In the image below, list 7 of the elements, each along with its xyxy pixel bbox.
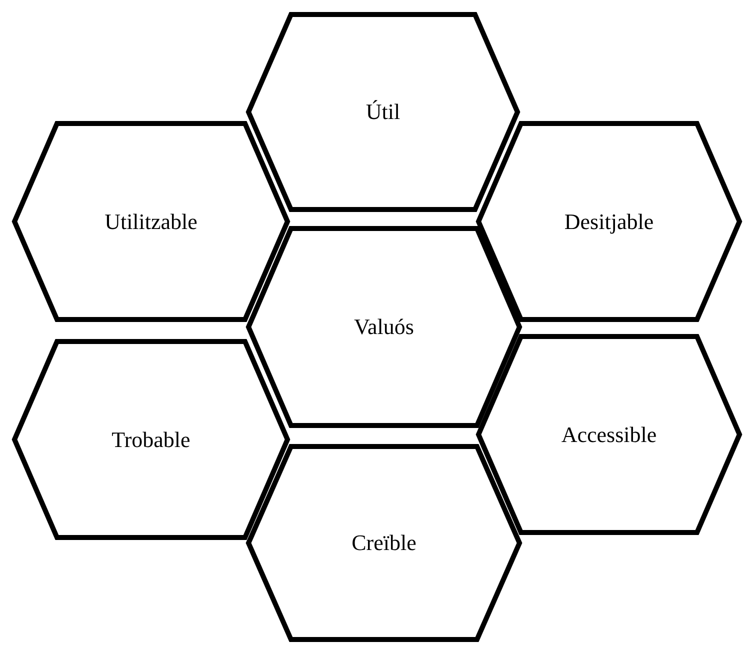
hexagon-label: Útil [366, 99, 400, 125]
hexagon-label: Desitjable [564, 208, 654, 234]
hexagon-label: Utilitzable [104, 208, 198, 234]
hexagon-label: Trobable [112, 426, 190, 452]
hexagon-label: Creïble [352, 530, 416, 556]
hexagon-label: Valuós [354, 314, 414, 340]
hexagon-label: Accessible [561, 422, 657, 448]
